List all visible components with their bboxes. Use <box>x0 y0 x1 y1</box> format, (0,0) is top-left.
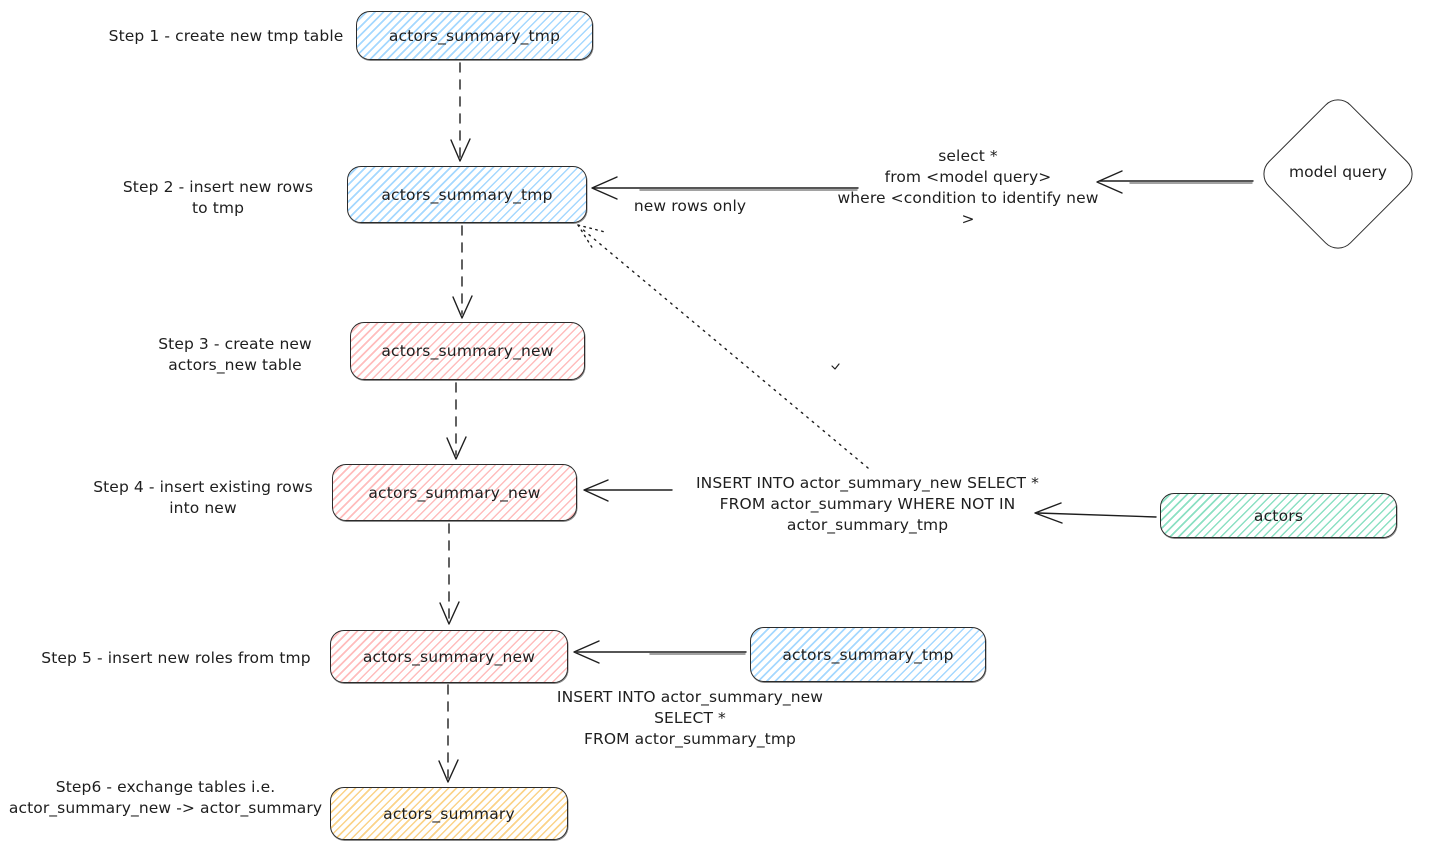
step6-label: Step6 - exchange tables i.e. actor_summa… <box>8 777 323 819</box>
node-actors-source: actors <box>1160 493 1397 538</box>
step5-sql-line3: FROM actor_summary_tmp <box>584 730 796 748</box>
arrow-step5-to-step6 <box>438 684 459 783</box>
node-actors-summary-step6: actors_summary <box>330 787 568 840</box>
node-actors-summary-new-step5: actors_summary_new <box>330 630 568 683</box>
model-query-sql-line1: select * <box>938 147 998 165</box>
step5-line1: Step 5 - insert new roles from tmp <box>41 649 311 667</box>
step5-sql-line2: SELECT * <box>654 709 726 727</box>
node-actors-summary-tmp-step2: actors_summary_tmp <box>347 166 587 223</box>
node-label: actors_summary_tmp <box>381 185 553 204</box>
node-actors-summary-new-step3: actors_summary_new <box>350 322 585 380</box>
step5-label: Step 5 - insert new roles from tmp <box>30 648 322 669</box>
node-actors-summary-tmp-step1: actors_summary_tmp <box>356 11 593 60</box>
step4-sql-line3: actor_summary_tmp <box>786 516 949 534</box>
node-actors-summary-tmp-source: actors_summary_tmp <box>750 627 986 682</box>
node-actors-summary-new-step4: actors_summary_new <box>332 464 577 521</box>
arrow-tmp-to-step5 <box>573 640 747 664</box>
step3-line1: Step 3 - create new <box>158 335 312 353</box>
model-query-sql-line3: where <condition to identify new > <box>837 189 1099 228</box>
step5-sql-annotation: INSERT INTO actor_summary_new SELECT * F… <box>535 687 845 750</box>
step2-line2: to tmp <box>191 199 245 217</box>
step4-label: Step 4 - insert existing rows into new <box>83 477 323 519</box>
stray-mark <box>831 363 840 370</box>
arrow-step2-to-step3 <box>452 225 473 319</box>
step2-line1: Step 2 - insert new rows <box>122 178 314 196</box>
step2-label: Step 2 - insert new rows to tmp <box>110 177 326 219</box>
new-rows-only-annotation: new rows only <box>633 197 747 215</box>
arrow-query-to-step2 <box>591 176 859 200</box>
node-label: actors_summary_new <box>381 342 554 360</box>
model-query-sql-annotation: select * from <model query> where <condi… <box>830 146 1106 230</box>
node-label: actors_summary <box>383 804 515 823</box>
node-label: actors_summary_new <box>362 647 536 666</box>
step1-line1: Step 1 - create new tmp table <box>108 27 344 45</box>
model-query-sql-line2: from <model query> <box>884 168 1052 186</box>
arrow-actors-to-step4sql <box>1034 502 1157 524</box>
arrow-step4sql-to-step4 <box>583 479 673 502</box>
step5-sql-line1: INSERT INTO actor_summary_new <box>556 688 824 706</box>
node-model-query-label: model query <box>1289 163 1387 181</box>
step4-line2: into new <box>169 499 237 517</box>
step4-sql-line1: INSERT INTO actor_summary_new SELECT * <box>696 474 1039 492</box>
arrow-step3-to-step4 <box>446 382 467 460</box>
arrow-step4-to-step5 <box>439 523 460 625</box>
node-label: actors_summary_new <box>368 483 541 502</box>
node-label: actors_summary_tmp <box>782 645 954 664</box>
step1-label: Step 1 - create new tmp table <box>97 26 355 47</box>
step6-line2: actor_summary_new -> actor_summary <box>8 799 323 817</box>
arrow-step1-to-step2 <box>450 62 471 162</box>
step4-sql-annotation: INSERT INTO actor_summary_new SELECT * F… <box>660 473 1075 536</box>
dotted-reference-step4sql-to-step2 <box>577 224 869 469</box>
node-label: actors <box>1253 506 1304 525</box>
step6-line1: Step6 - exchange tables i.e. <box>55 778 276 796</box>
step3-label: Step 3 - create new actors_new table <box>125 334 345 376</box>
arrow-diamond-to-query-text <box>1096 170 1254 194</box>
node-label: actors_summary_tmp <box>388 26 561 45</box>
step3-line2: actors_new table <box>168 356 302 374</box>
step4-line1: Step 4 - insert existing rows <box>93 478 313 496</box>
step4-sql-line2: FROM actor_summary WHERE NOT IN <box>719 495 1016 513</box>
